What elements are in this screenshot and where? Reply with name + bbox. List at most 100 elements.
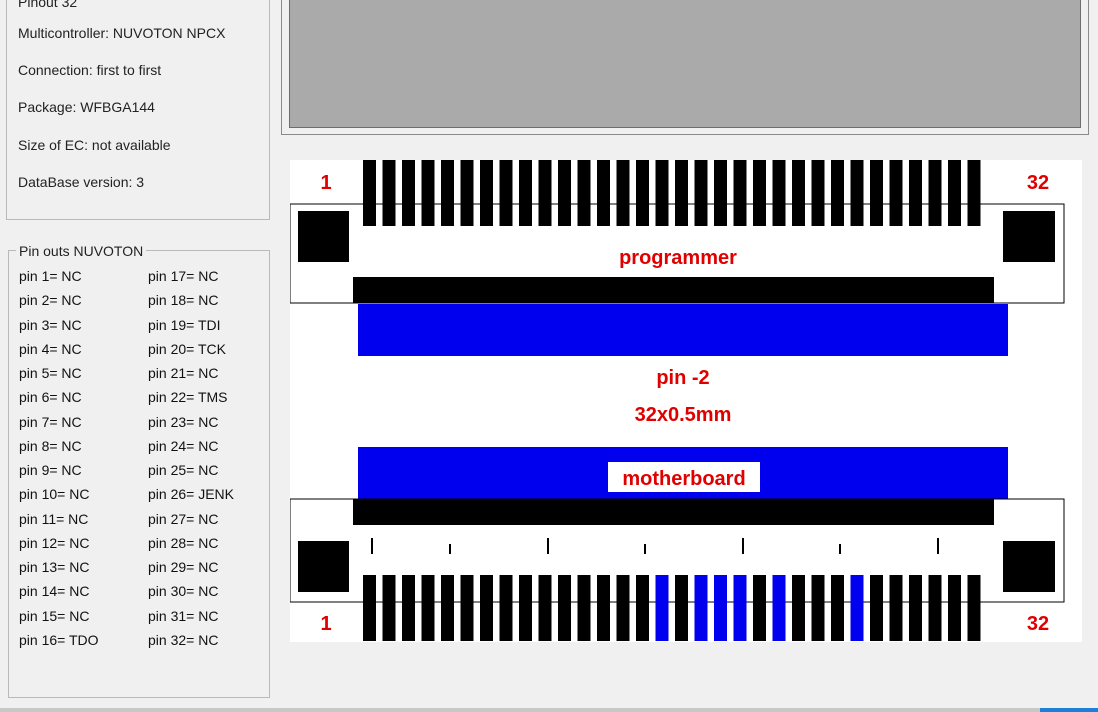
pin-entry: pin 29= NC xyxy=(148,559,219,575)
motherboard-pin xyxy=(597,575,610,641)
programmer-pin xyxy=(421,160,435,226)
motherboard-label-box xyxy=(608,462,760,492)
motherboard-pin xyxy=(538,575,552,641)
controller-info-panel xyxy=(6,0,270,220)
programmer-pin xyxy=(967,160,981,226)
pin-entry: pin 1= NC xyxy=(19,268,82,284)
programmer-label: programmer xyxy=(619,247,737,269)
programmer-connector: 1 32 programmer xyxy=(290,160,1065,304)
pin-entry: pin 5= NC xyxy=(19,365,82,381)
info-package: Package: WFBGA144 xyxy=(18,99,155,115)
connector-diagram: 1 32 programmer pin -2 32x0.5mm motherbo… xyxy=(290,160,1082,642)
pin-entry: pin 10= NC xyxy=(19,486,90,503)
programmer-pin xyxy=(363,160,376,226)
pin-entry: pin 16= TDO xyxy=(19,631,99,648)
programmer-pin xyxy=(850,160,864,226)
programmer-pin xyxy=(889,160,903,226)
programmer-pin xyxy=(538,160,552,226)
programmer-pin xyxy=(597,160,610,226)
pin-entry: pin 14= NC xyxy=(19,583,90,600)
motherboard-pin-1-number: 1 xyxy=(320,613,331,635)
motherboard-pin-highlighted xyxy=(655,575,669,641)
programmer-pin xyxy=(831,160,844,226)
info-ec-size: Size of EC: not available xyxy=(18,137,171,153)
programmer-pin xyxy=(636,160,649,226)
programmer-pin xyxy=(675,160,688,226)
pin-entry: pin 32= NC xyxy=(148,631,219,648)
motherboard-pin xyxy=(636,575,649,641)
motherboard-pin-32-number: 32 xyxy=(1027,613,1049,635)
programmer-pin xyxy=(811,160,825,226)
info-multicontroller: Multicontroller: NUVOTON NPCX xyxy=(18,25,226,41)
pin-entry: pin 28= NC xyxy=(148,534,219,551)
programmer-pin xyxy=(402,160,415,226)
programmer-pin-1-number: 1 xyxy=(320,172,331,194)
pin-entry: pin 18= NC xyxy=(148,292,219,309)
pin-entry: pin 13= NC xyxy=(19,559,90,575)
motherboard-pin xyxy=(558,575,571,641)
motherboard-pin xyxy=(499,575,513,641)
motherboard-pin xyxy=(811,575,825,641)
pin-entry: pin 31= NC xyxy=(148,607,219,624)
motherboard-pin xyxy=(402,575,415,641)
motherboard-left-latch xyxy=(298,541,349,592)
pin-entry: pin 4= NC xyxy=(19,340,82,357)
motherboard-pin xyxy=(382,575,396,641)
motherboard-pin xyxy=(870,575,883,641)
ribbon-cable: pin -2 32x0.5mm motherboard xyxy=(358,304,1008,499)
pin-entry: pin 2= NC xyxy=(19,292,82,309)
programmer-pin xyxy=(558,160,571,226)
programmer-pin-32-number: 32 xyxy=(1027,172,1049,194)
motherboard-pin-highlighted xyxy=(772,575,786,641)
programmer-pin xyxy=(694,160,708,226)
motherboard-pin xyxy=(519,575,532,641)
pin-entry: pin 20= TCK xyxy=(148,340,226,357)
ribbon-top-band xyxy=(358,304,1008,356)
programmer-pin xyxy=(733,160,747,226)
programmer-pin xyxy=(948,160,961,226)
pin-entry: pin 11= NC xyxy=(19,510,89,527)
pin-entry: pin 24= NC xyxy=(148,437,219,454)
motherboard-pin xyxy=(967,575,981,641)
motherboard-pin xyxy=(441,575,454,641)
motherboard-pin xyxy=(675,575,688,641)
pin-entry: pin 8= NC xyxy=(19,437,82,454)
pin-entry: pin 17= NC xyxy=(148,268,219,284)
pin-entry: pin 15= NC xyxy=(19,607,90,624)
motherboard-label: motherboard xyxy=(622,468,745,490)
preview-image-area xyxy=(289,0,1081,128)
pin-entry: pin 7= NC xyxy=(19,413,82,430)
motherboard-pin xyxy=(421,575,435,641)
motherboard-pin-highlighted xyxy=(694,575,708,641)
pin-entry: pin 30= NC xyxy=(148,583,219,600)
motherboard-pin xyxy=(363,575,376,641)
programmer-pin xyxy=(519,160,532,226)
programmer-pin xyxy=(616,160,630,226)
programmer-pin xyxy=(928,160,942,226)
programmer-pin xyxy=(382,160,396,226)
programmer-pin-row xyxy=(363,160,981,226)
status-strip xyxy=(0,708,1098,712)
motherboard-pin xyxy=(753,575,766,641)
programmer-pin xyxy=(753,160,766,226)
motherboard-pin xyxy=(616,575,630,641)
cable-size-label: 32x0.5mm xyxy=(635,404,732,426)
pin-entry: pin 27= NC xyxy=(148,510,219,527)
motherboard-pin xyxy=(831,575,844,641)
pin-entry: pin 12= NC xyxy=(19,534,90,551)
pin-entry: pin 19= TDI xyxy=(148,316,221,333)
programmer-pin xyxy=(480,160,493,226)
programmer-pin xyxy=(870,160,883,226)
motherboard-connector: 1 32 xyxy=(290,498,1065,641)
pin-entry: pin 3= NC xyxy=(19,316,82,333)
programmer-pin xyxy=(441,160,454,226)
motherboard-top-bar xyxy=(353,499,994,525)
pin-entry: pin 23= NC xyxy=(148,413,219,430)
programmer-pin xyxy=(577,160,591,226)
programmer-right-latch xyxy=(1003,211,1055,262)
cable-pin-label: pin -2 xyxy=(656,367,709,389)
programmer-pin xyxy=(714,160,727,226)
programmer-pin xyxy=(655,160,669,226)
info-database-version: DataBase version: 3 xyxy=(18,174,145,190)
motherboard-pin xyxy=(889,575,903,641)
